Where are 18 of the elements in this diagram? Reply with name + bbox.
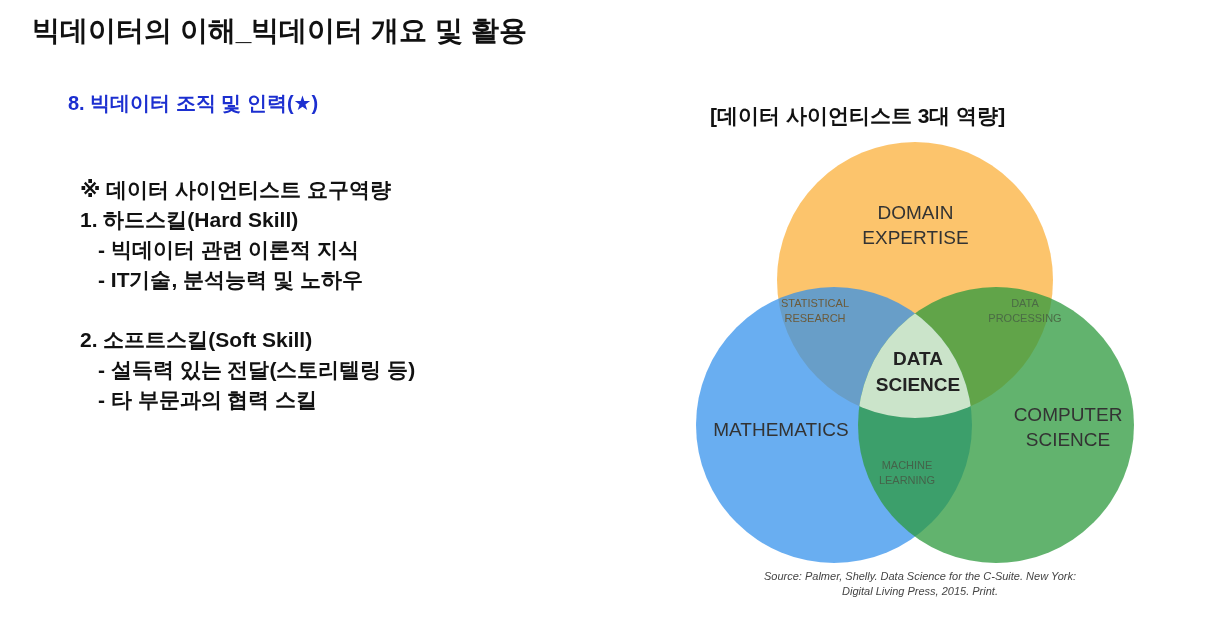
list-item: - 설득력 있는 전달(스토리텔링 등) <box>98 357 416 383</box>
overlap-label: DATA PROCESSING <box>987 296 1063 326</box>
source-note: Source: Palmer, Shelly. Data Science for the C-Suite. New York: Digital Living Press, 2015. Print. <box>763 569 1077 599</box>
overlap-label: DATA SCIENCE <box>874 347 962 397</box>
circle-label: DOMAIN EXPERTISE <box>861 201 970 250</box>
list-item: 2. 소프트스킬(Soft Skill) <box>80 327 313 353</box>
slide-title: 빅데이터의 이해_빅데이터 개요 및 활용 <box>32 14 527 48</box>
circle-label: MATHEMATICS <box>712 418 850 442</box>
list-item: 1. 하드스킬(Hard Skill) <box>80 207 299 233</box>
section-heading: 8. 빅데이터 조직 및 인력(★) <box>68 91 319 116</box>
figure-title: [데이터 사이언티스트 3대 역량] <box>710 103 1006 129</box>
list-item: - IT기술, 분석능력 및 노하우 <box>98 267 363 293</box>
list-item: - 타 부문과의 협력 스킬 <box>98 387 318 413</box>
list-item: - 빅데이터 관련 이론적 지식 <box>98 237 360 263</box>
circle-label: COMPUTER SCIENCE <box>1012 403 1124 452</box>
overlap-label: STATISTICAL RESEARCH <box>779 296 850 326</box>
overlap-label: MACHINE LEARNING <box>877 458 937 488</box>
list-heading: ※ 데이터 사이언티스트 요구역량 <box>80 177 391 203</box>
